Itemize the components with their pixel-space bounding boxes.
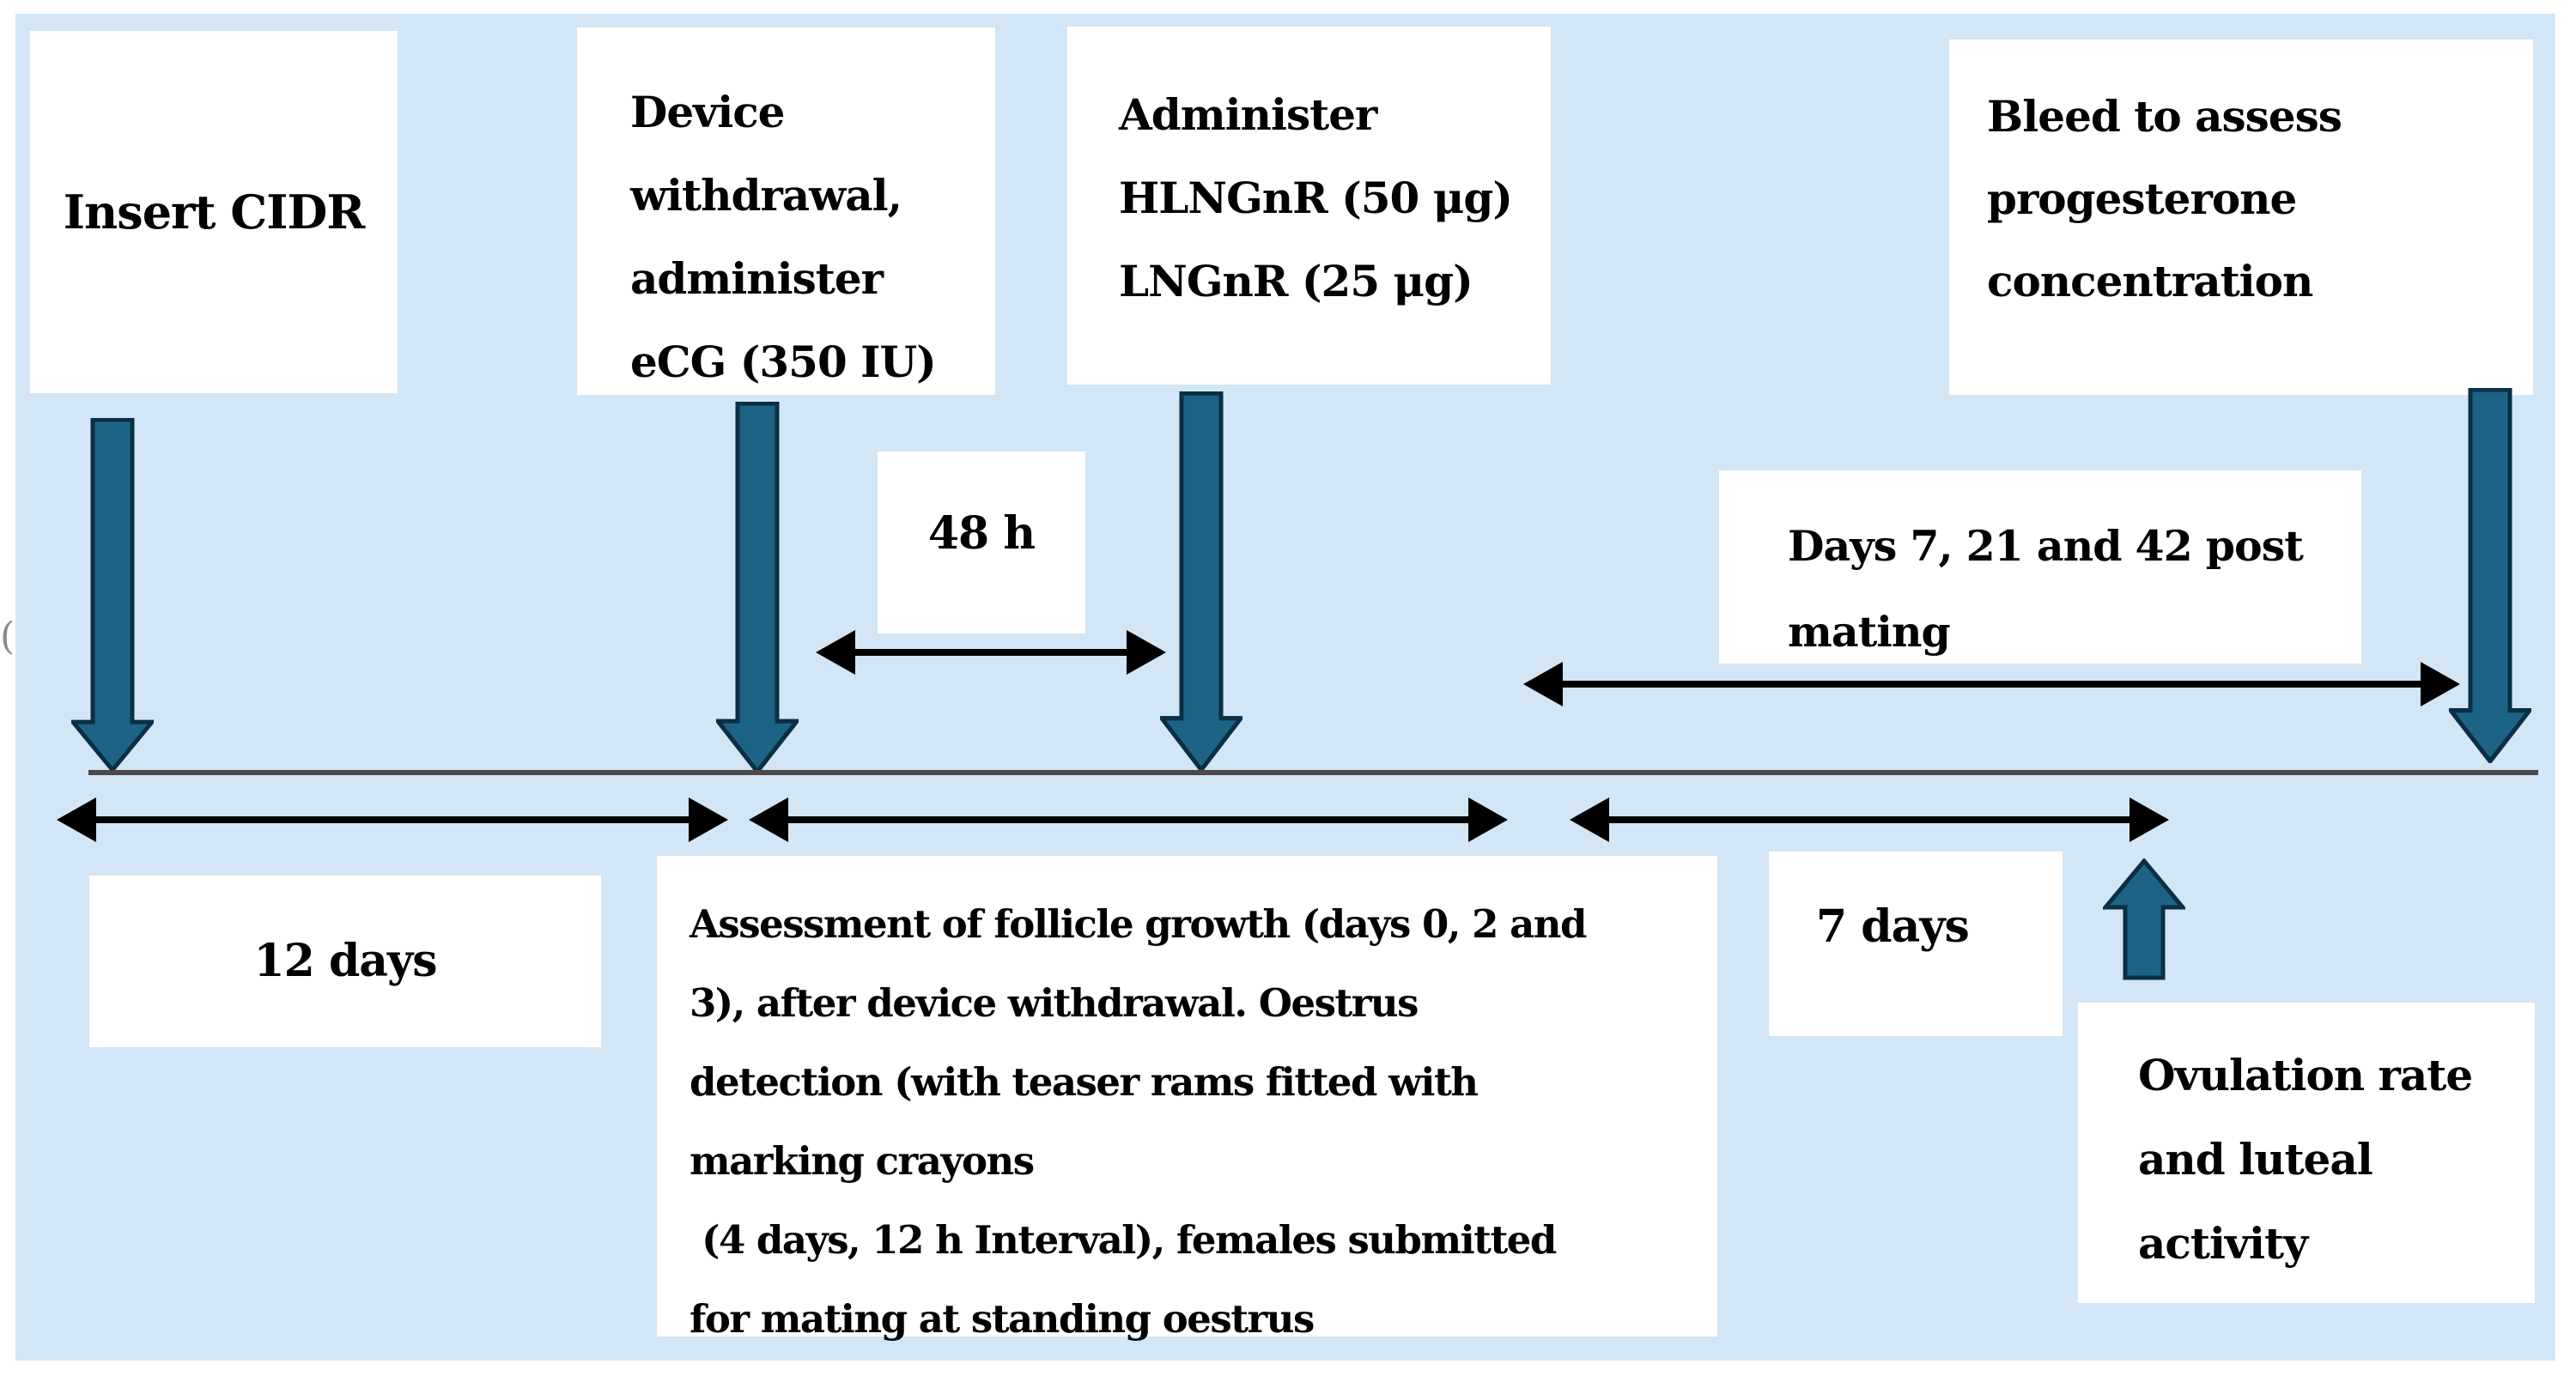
span-arrow-follicle-growth-icon	[749, 797, 1508, 842]
span-arrow-7-days-icon	[1570, 797, 2169, 842]
span-arrow-post-mating-icon	[1523, 662, 2460, 706]
down-arrow-administer-gnrh-icon	[1160, 391, 1242, 772]
insert-cidr-box: Insert CIDR	[30, 31, 398, 393]
down-arrow-device-withdrawal-icon	[716, 402, 799, 773]
interval-7-days-box: 7 days	[1769, 852, 2063, 1036]
interval-12-days-box: 12 days	[89, 876, 601, 1047]
device-withdrawal-box: Device withdrawal, administer eCG (350 I…	[577, 27, 995, 395]
bleed-progesterone-box: Bleed to assess progesterone concentrati…	[1949, 39, 2533, 395]
span-arrow-12-days-icon	[57, 797, 728, 842]
ovulation-rate-box: Ovulation rate and luteal activity	[2078, 1003, 2535, 1303]
interval-48h-box: 48 h	[878, 452, 1085, 633]
down-arrow-insert-cidr-icon	[71, 418, 154, 772]
timeline-axis	[88, 770, 2538, 775]
left-margin-artifact: (	[0, 615, 15, 658]
up-arrow-ovulation-icon	[2103, 858, 2185, 980]
assessment-box: Assessment of follicle growth (days 0, 2…	[657, 856, 1717, 1342]
span-arrow-48h-icon	[816, 630, 1166, 675]
administer-gnrh-box: Administer HLNGnR (50 μg) LNGnR (25 μg)	[1067, 27, 1551, 385]
days-post-mating-box: Days 7, 21 and 42 post mating	[1719, 470, 2361, 664]
down-arrow-bleed-icon	[2449, 388, 2531, 763]
